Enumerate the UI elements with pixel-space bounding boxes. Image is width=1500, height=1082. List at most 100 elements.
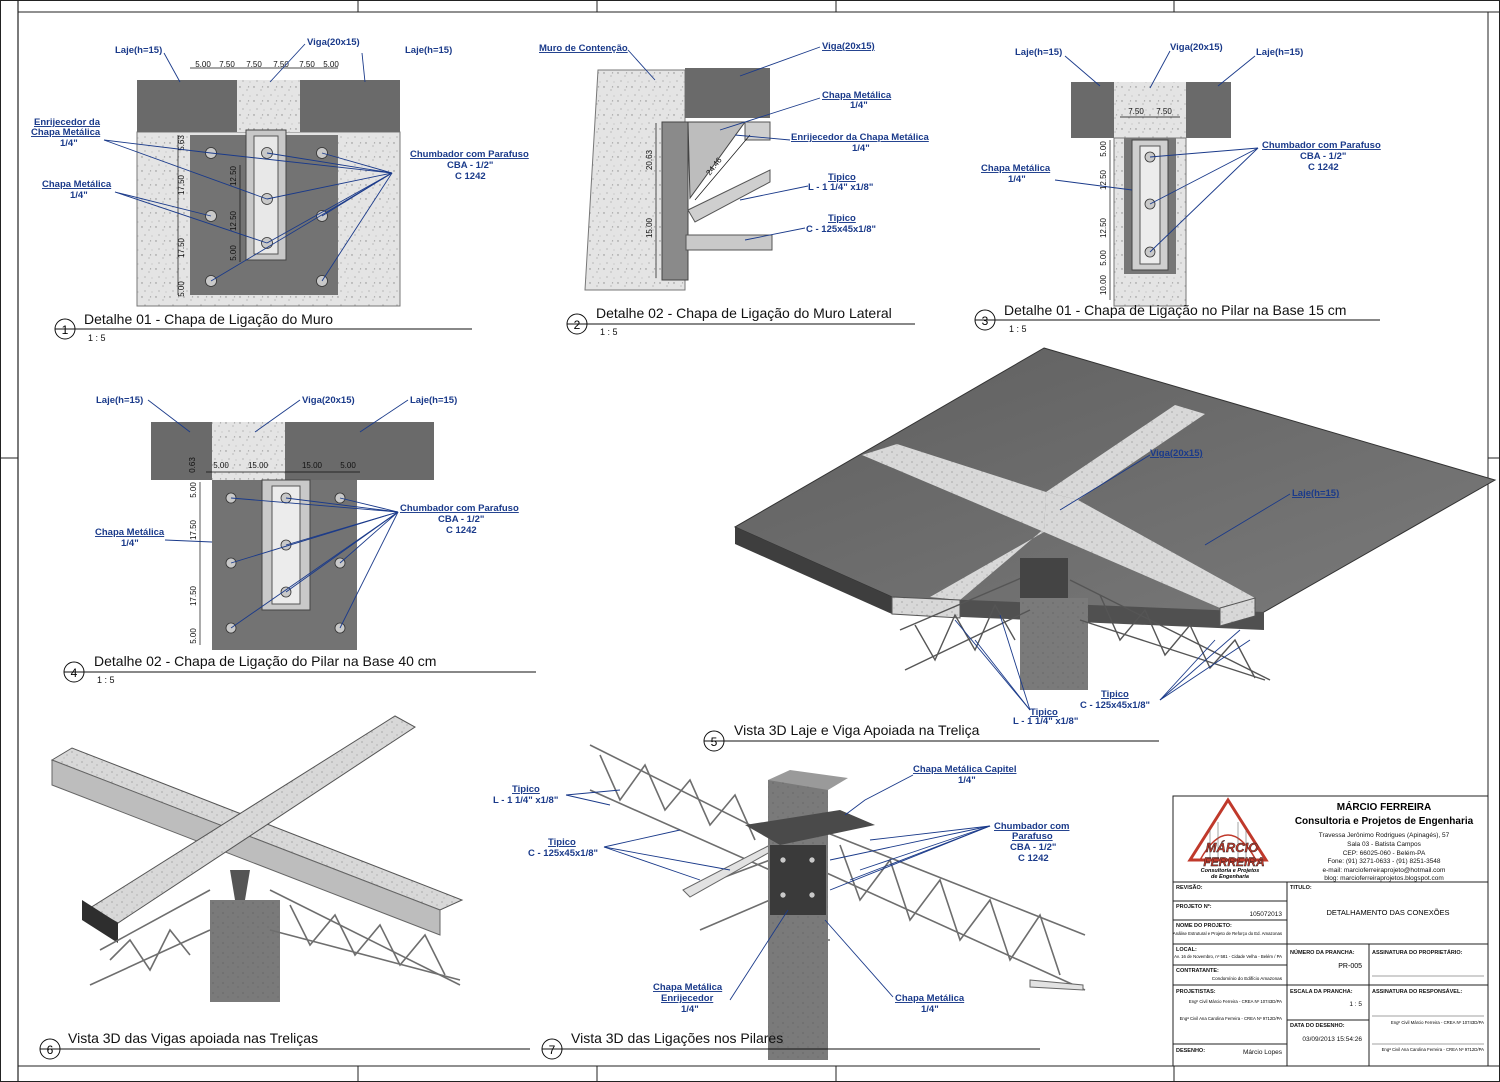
label-laje: Laje(h=15) [1015,47,1062,58]
dim-label: 12.50 [229,165,238,186]
label-laje: Laje(h=15) [1256,47,1303,58]
dim-label: 5.00 [340,461,356,470]
view-title: Vista 3D das Ligações nos Pilares [571,1030,783,1046]
label-c1242: C 1242 [455,171,486,182]
field-label: NOME DO PROJETO: [1176,923,1232,929]
dim-label: 5.00 [189,628,198,644]
view-title: Vista 3D das Vigas apoiada nas Treliças [68,1030,318,1046]
dim-label: 5.00 [229,245,238,261]
dim-label: 15.00 [248,461,269,470]
label-enrijecedor: Enrijecedor [661,993,714,1004]
dim-label: 5.00 [195,60,211,69]
field-label: TITULO: [1290,885,1312,891]
field-label: LOCAL: [1176,947,1197,953]
logo-text: FERREIRA [1203,855,1264,869]
label-viga: Viga(20x15) [307,37,360,48]
dim-label: 0.63 [188,457,197,473]
label-thickness: 1/4" [1008,174,1026,185]
field-value: Engª Civil Ana Carolina Ferreira - CREA … [1180,1016,1283,1021]
view-title: Vista 3D Laje e Viga Apoiada na Treliça [734,722,980,738]
field-label: NÚMERO DA PRANCHA: [1290,949,1355,956]
view-title: Detalhe 01 - Chapa de Ligação do Muro [84,311,333,327]
title-block: MÁRCIO FERREIRA Consultoria e Projetos d… [1172,795,1489,1067]
label-muro: Muro de Contenção [539,43,628,54]
label-cba: CBA - 1/2" [1300,151,1346,162]
label-enrijecedor: Chapa Metálica [31,127,101,138]
dim-label: 10.00 [1099,274,1108,295]
view-number: 6 [47,1043,54,1057]
label-tipico: Tipico [828,172,856,183]
dim-label: 5.00 [213,461,229,470]
field-label: ESCALA DA PRANCHA: [1290,989,1353,995]
field-value: Engº Civil Márcio Ferreira - CREA Nº 107… [1391,1020,1484,1025]
label-cba: CBA - 1/2" [1010,842,1056,853]
label-tipico: Tipico [828,213,856,224]
field-value: Márcio Lopes [1243,1049,1283,1056]
field-label: ASSINATURA DO RESPONSÁVEL: [1372,988,1462,995]
label-enrijecedor: Enrijecedor da Chapa Metálica [791,132,930,143]
field-value: Av. 16 de Novembro, nº 581 - Cidade Velh… [1174,954,1282,959]
dim-label: 5.00 [1099,250,1108,266]
label-chumbador: Chumbador com Parafuso [400,503,519,514]
view-5-slab-3d: Viga(20x15) Laje(h=15) Tipico C - 125x45… [703,347,1497,752]
company-address: CEP: 66025-060 - Belém-PA [1343,850,1426,857]
field-label: PROJETISTAS: [1176,989,1216,995]
detail-3: 7.50 7.50 5.00 12.50 12.50 5.00 10.00 La… [974,42,1381,334]
company-name: MÁRCIO FERREIRA [1337,800,1431,813]
label-viga: Viga(20x15) [822,41,875,52]
dim-label: 5.00 [1099,141,1108,157]
sheet-number: PR-005 [1338,963,1362,970]
view-title: Detalhe 01 - Chapa de Ligação no Pilar n… [1004,302,1346,318]
field-label: ASSINATURA DO PROPRIETÁRIO: [1372,949,1463,956]
label-viga: Viga(20x15) [1170,42,1223,53]
sheet-title: DETALHAMENTO DAS CONEXÕES [1326,908,1449,917]
view-number: 1 [62,323,69,337]
logo-text: de Engenharia [1211,874,1249,880]
company-subtitle: Consultoria e Projetos de Engenharia [1295,816,1474,827]
view-scale: 1 : 5 [600,327,618,337]
label-tipico: Tipico [512,784,540,795]
label-thickness: 1/4" [921,1004,939,1015]
label-chapa: Chapa Metálica [42,179,112,190]
label-l-profile: L - 1 1/4" x1/8" [1013,716,1078,727]
label-thickness: 1/4" [70,190,88,201]
view-number: 2 [574,318,581,332]
label-capitel: Chapa Metálica Capitel [913,764,1016,775]
dim-label: 12.50 [1099,169,1108,190]
view-6-beams-3d: 6 Vista 3D das Vigas apoiada nas Treliça… [39,715,530,1060]
label-thickness: 1/4" [60,138,78,149]
label-laje: Laje(h=15) [115,45,162,56]
field-label: DATA DO DESENHO: [1290,1023,1345,1029]
label-viga: Viga(20x15) [302,395,355,406]
label-thickness: 1/4" [852,143,870,154]
label-chapa: Chapa Metálica [822,90,892,101]
company-address: Travessa Jerônimo Rodrigues (Apinagés), … [1319,832,1450,839]
view-scale: 1 : 5 [88,333,106,343]
label-enrijecedor: Enrijecedor da [34,117,101,128]
company-blog: blog: marcioferreiraprojetos.blogspot.co… [1324,875,1444,882]
view-number: 3 [982,314,989,328]
dim-label: 17.50 [177,237,186,258]
dim-label: 15.00 [645,217,654,238]
detail-1: 5.00 7.50 7.50 7.50 7.50 5.00 5.63 17.50… [31,37,529,343]
label-tipico: Tipico [1030,707,1058,718]
label-chumbador: Chumbador com Parafuso [1262,140,1381,151]
field-value: Análise Estrutural e Projeto de Reforço … [1173,931,1282,936]
label-tipico: Tipico [548,837,576,848]
label-chumbador: Chumbador com Parafuso [410,149,529,160]
field-value: Engª Civil Ana Carolina Ferreira - CREA … [1382,1047,1485,1052]
field-label: DESENHO: [1176,1048,1205,1054]
view-title: Detalhe 02 - Chapa de Ligação do Muro La… [596,305,892,321]
label-laje: Laje(h=15) [96,395,143,406]
label-chumbador: Parafuso [1012,831,1053,842]
dim-label: 12.50 [229,210,238,231]
dim-label: 7.50 [1128,107,1144,116]
label-thickness: 1/4" [958,775,976,786]
dim-label: 17.50 [177,174,186,195]
dim-label: 7.50 [1156,107,1172,116]
label-c1242: C 1242 [446,525,477,536]
company-address: Sala 03 - Batista Campos [1347,841,1421,848]
label-c-profile: C - 125x45x1/8" [806,224,876,235]
label-laje: Laje(h=15) [1292,488,1339,499]
